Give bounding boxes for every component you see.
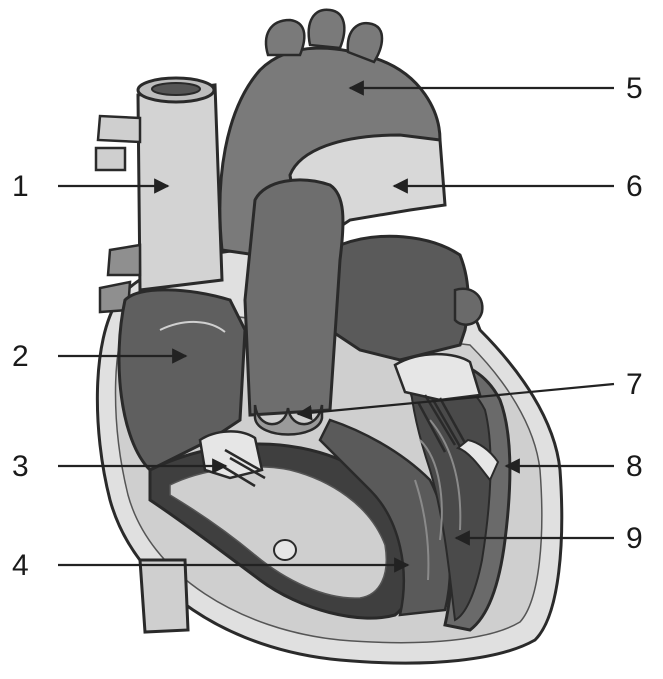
label-1: 1 bbox=[12, 170, 29, 203]
inferior-vena-cava bbox=[140, 560, 188, 632]
label-8: 8 bbox=[626, 450, 643, 483]
label-6: 6 bbox=[626, 170, 643, 203]
label-5: 5 bbox=[626, 72, 643, 105]
ascending-aorta bbox=[245, 180, 343, 415]
label-4: 4 bbox=[12, 549, 29, 582]
aortic-branch bbox=[309, 10, 345, 48]
aortic-branch bbox=[266, 20, 304, 55]
left-atrium bbox=[330, 236, 468, 360]
label-7: 7 bbox=[626, 368, 643, 401]
superior-vena-cava bbox=[138, 85, 222, 290]
pulmonary-vein-stub bbox=[98, 116, 140, 142]
left-atrial-appendage bbox=[455, 289, 482, 325]
label-3: 3 bbox=[12, 450, 29, 483]
mitral-valve bbox=[395, 354, 480, 400]
label-2: 2 bbox=[12, 340, 29, 373]
label-9: 9 bbox=[626, 522, 643, 555]
moderator-band-node bbox=[274, 540, 296, 560]
pulmonary-vein-stub bbox=[108, 245, 140, 275]
pulmonary-vein-stub bbox=[96, 148, 125, 170]
